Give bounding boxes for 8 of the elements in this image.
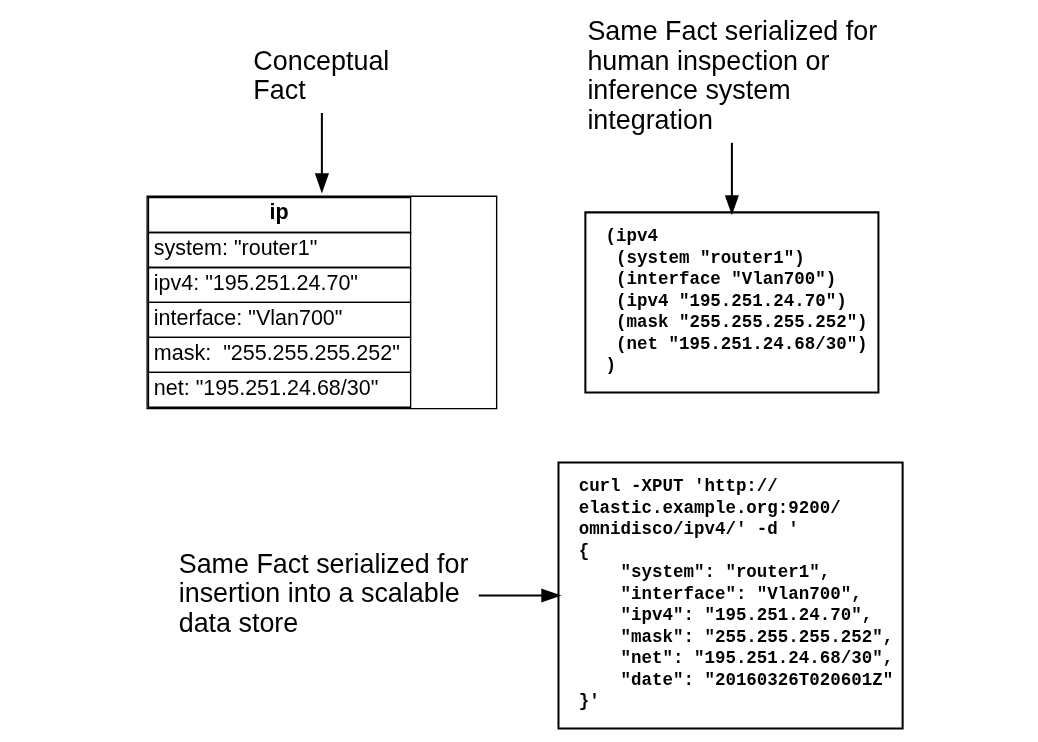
- node-box: (ipv4 (system "router1") (interface "Vlan700") (ipv4 "195.251.24.70") (mask "255.255.255.252") (net "195.251.24.68/30") ): [583, 211, 879, 394]
- node-text: Same Fact serialized for human inspection or inference system integration: [586, 16, 877, 136]
- node-box: curl -XPUT 'http:// elastic.example.org:9200/ omnidisco/ipv4/' -d ' { "system": "router1", "interface": "Vlan700", "ipv4": "195.251.24.70", "mask": "255.255.255.252", "net": "195.251.24.68/30", "date": "20160326T020601Z" }': [556, 461, 904, 730]
- node-text: Same Fact serialized for insertion into a scalable data store: [178, 548, 468, 638]
- arrow: [478, 588, 561, 603]
- arrow: [724, 142, 739, 216]
- node-text: Conceptual Fact: [252, 45, 389, 106]
- arrow: [314, 113, 329, 194]
